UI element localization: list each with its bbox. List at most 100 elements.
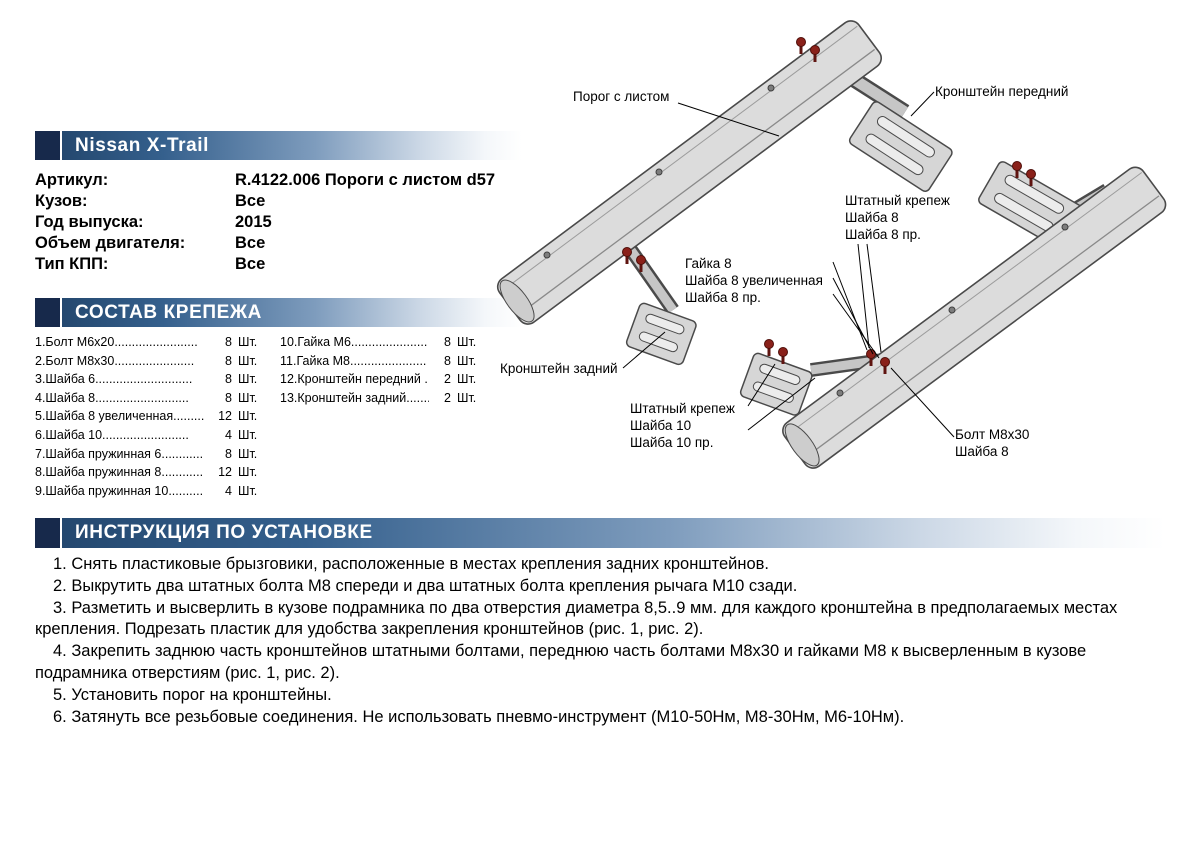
part-row: 9.Шайба пружинная 10.......... 4 Шт. <box>35 482 268 501</box>
part-name: 4.Шайба 8........................... <box>35 390 189 405</box>
spec-value: R.4122.006 Пороги с листом d57 <box>235 171 496 189</box>
part-name: 3.Шайба 6............................ <box>35 372 193 387</box>
part-unit: Шт. <box>457 335 477 349</box>
spec-label: Кузов: <box>35 192 88 210</box>
part-unit: Шт. <box>238 483 258 498</box>
front-bracket-upper-drawing <box>806 45 953 192</box>
part-qty: 12 <box>218 465 232 480</box>
hardware-header: СОСТАВ КРЕПЕЖА <box>62 298 522 327</box>
part-unit: Шт. <box>238 353 258 368</box>
bolt-marker <box>1012 161 1022 178</box>
product-title: Nissan X-Trail <box>62 131 522 160</box>
part-row: 10.Гайка М6...................... 8 Шт. <box>280 333 487 352</box>
part-qty: 4 <box>225 427 232 442</box>
hardware-bar-accent-square <box>35 298 60 327</box>
label-line: Штатный крепеж <box>845 193 950 208</box>
part-unit: Шт. <box>238 335 258 349</box>
instruction-step-3: 3. Разметить и высверлить в кузове подра… <box>35 598 1118 639</box>
instructions-bar-accent-square <box>35 518 60 548</box>
assembly-diagram: Порог с листом Кронштейн передний Штатны… <box>480 10 1192 515</box>
rear-bracket-upper-drawing <box>625 245 697 366</box>
board-rivets <box>543 84 1069 397</box>
instructions-section: ИНСТРУКЦИЯ ПО УСТАНОВКЕ 1. Снять пластик… <box>35 518 1165 728</box>
bolt-marker <box>810 45 820 62</box>
part-row: 5.Шайба 8 увеличенная......... 12 Шт. <box>35 407 268 426</box>
part-qty: 8 <box>444 353 451 368</box>
part-unit: Шт. <box>238 409 258 424</box>
spec-row-body: Кузов: Все <box>35 191 522 212</box>
bolt-marker <box>1026 169 1036 186</box>
spec-value: Все <box>235 234 266 252</box>
part-name: 1.Болт М6х20........................ <box>35 335 198 349</box>
label-line: Гайка 8 <box>685 256 732 271</box>
part-unit: Шт. <box>457 372 477 387</box>
product-title-bar: Nissan X-Trail <box>35 131 522 160</box>
part-name: 9.Шайба пружинная 10.......... <box>35 483 204 498</box>
part-name: 13.Кронштейн задний......... <box>280 390 429 405</box>
spec-row-transmission: Тип КПП: Все <box>35 254 522 275</box>
bolt-marker <box>636 255 646 272</box>
label-board: Порог с листом <box>573 89 670 104</box>
part-unit: Шт. <box>238 465 258 480</box>
part-unit: Шт. <box>238 446 258 461</box>
label-nut-8: Гайка 8 Шайба 8 увеличенная Шайба 8 пр. <box>685 255 823 306</box>
part-name: 2.Болт М8х30....................... <box>35 353 195 368</box>
spec-table: Артикул: R.4122.006 Пороги с листом d57 … <box>35 170 522 275</box>
instruction-step-2: 2. Выкрутить два штатных болта М8 сперед… <box>53 576 798 595</box>
instructions-header-bar: ИНСТРУКЦИЯ ПО УСТАНОВКЕ <box>35 518 1165 548</box>
instruction-steps: 1. Снять пластиковые брызговики, располо… <box>35 554 1165 728</box>
bolt-marker <box>622 247 632 264</box>
spec-label: Объем двигателя: <box>35 234 186 252</box>
hardware-header-bar: СОСТАВ КРЕПЕЖА <box>35 298 522 327</box>
spec-row-article: Артикул: R.4122.006 Пороги с листом d57 <box>35 170 522 191</box>
bolt-markers <box>622 37 1036 374</box>
instructions-header: ИНСТРУКЦИЯ ПО УСТАНОВКЕ <box>62 518 1165 548</box>
part-name: 10.Гайка М6...................... <box>280 335 428 349</box>
part-qty: 2 <box>444 390 451 405</box>
label-line: Болт М8х30 <box>955 427 1030 442</box>
part-qty: 8 <box>225 390 232 405</box>
label-line: Шайба 8 <box>955 444 1009 459</box>
part-qty: 8 <box>225 372 232 387</box>
part-unit: Шт. <box>238 372 258 387</box>
part-qty: 8 <box>225 446 232 461</box>
part-qty: 8 <box>225 335 232 349</box>
part-row: 3.Шайба 6............................ 8 Шт… <box>35 370 268 389</box>
bolt-marker <box>764 339 774 356</box>
bolt-marker <box>880 357 890 374</box>
bolt-marker <box>796 37 806 54</box>
part-name: 12.Кронштейн передний .... <box>280 372 429 387</box>
label-rear-bracket: Кронштейн задний <box>500 361 618 376</box>
part-qty: 12 <box>218 409 232 424</box>
label-bolt-m8x30: Болт М8х30 Шайба 8 <box>955 426 1029 460</box>
part-qty: 4 <box>225 483 232 498</box>
part-name: 6.Шайба 10......................... <box>35 427 189 442</box>
label-line: Шайба 8 <box>845 210 899 225</box>
part-unit: Шт. <box>238 427 258 442</box>
label-front-bracket: Кронштейн передний <box>935 84 1069 99</box>
instruction-step-6: 6. Затянуть все резьбовые соединения. Не… <box>53 707 905 726</box>
instruction-step-1: 1. Снять пластиковые брызговики, располо… <box>53 555 769 573</box>
spec-row-engine: Объем двигателя: Все <box>35 233 522 254</box>
part-qty: 8 <box>444 335 451 349</box>
part-row: 6.Шайба 10......................... 4 Шт. <box>35 426 268 445</box>
assembly-drawing <box>496 20 1167 469</box>
label-stock-fastener-8: Штатный крепеж Шайба 8 Шайба 8 пр. <box>845 192 950 243</box>
label-stock-fastener-10: Штатный крепеж Шайба 10 Шайба 10 пр. <box>630 400 735 451</box>
part-name: 5.Шайба 8 увеличенная......... <box>35 409 205 424</box>
label-line: Шайба 8 пр. <box>685 290 761 305</box>
part-unit: Шт. <box>457 353 477 368</box>
part-name: 7.Шайба пружинная 6............ <box>35 446 204 461</box>
left-column: Nissan X-Trail Артикул: R.4122.006 Порог… <box>35 131 522 500</box>
spec-label: Год выпуска: <box>35 213 144 231</box>
label-line: Штатный крепеж <box>630 401 735 416</box>
